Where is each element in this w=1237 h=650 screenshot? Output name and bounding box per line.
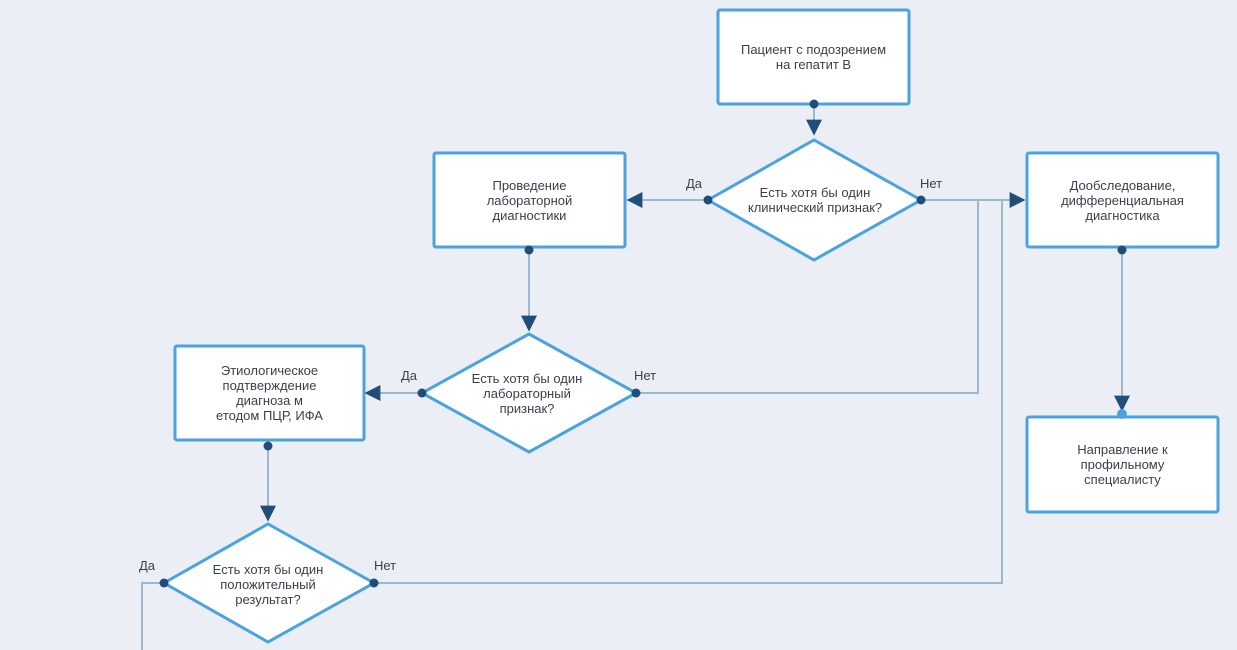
decision-clinical-diamond	[704, 138, 925, 262]
port-dot	[417, 388, 427, 398]
port-dot	[631, 388, 641, 398]
extra-exam-box	[1025, 151, 1220, 249]
port-dot	[369, 578, 379, 588]
connector-q-positive-no	[374, 200, 1003, 584]
connector-q-positive-yes	[141, 582, 164, 650]
port-dot	[524, 245, 534, 255]
start-box	[716, 8, 911, 106]
decision-positive-diamond	[160, 522, 378, 644]
referral-box	[1025, 415, 1220, 514]
port-dot-light	[1117, 409, 1127, 419]
port-dot	[263, 441, 273, 451]
port-dot	[159, 578, 169, 588]
port-dot	[703, 195, 713, 205]
connector-q-lab-no	[636, 200, 979, 394]
port-dot	[916, 195, 926, 205]
etiology-box	[173, 344, 366, 442]
decision-lab-diamond	[418, 332, 640, 454]
lab-diagnostics-box	[432, 151, 627, 249]
port-dot	[809, 99, 819, 109]
port-dot	[1117, 245, 1127, 255]
